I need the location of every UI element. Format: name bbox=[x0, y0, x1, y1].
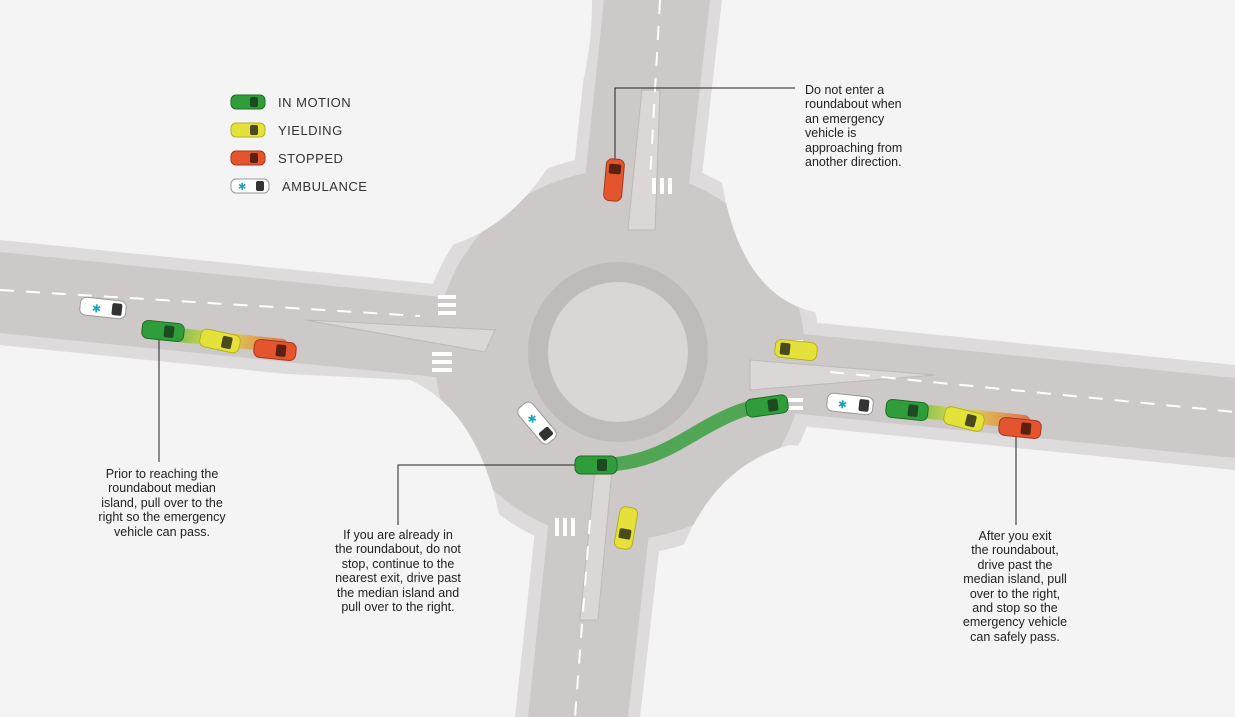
central-island bbox=[548, 282, 688, 422]
note-line: another direction. bbox=[805, 155, 902, 170]
legend-label-yielding: YIELDING bbox=[278, 122, 343, 138]
note-line: vehicle is bbox=[805, 126, 857, 141]
note-center: If you are already in the roundabout, do… bbox=[318, 528, 478, 614]
svg-text:✱: ✱ bbox=[837, 398, 848, 412]
note-line: roundabout when bbox=[805, 97, 902, 112]
leader-lines bbox=[158, 87, 1017, 525]
legend-stopped: STOPPED bbox=[230, 144, 367, 172]
note-line: the roundabout, bbox=[971, 543, 1059, 558]
note-line: can safely pass. bbox=[970, 629, 1060, 644]
legend: IN MOTION YIELDING STOPPED ✱ AMBULANCE bbox=[230, 88, 367, 200]
ambulance-icon: ✱ bbox=[230, 178, 270, 194]
note-line: median island, pull bbox=[963, 572, 1067, 587]
svg-text:✱: ✱ bbox=[238, 182, 246, 193]
car-stopped-east bbox=[998, 416, 1042, 440]
note-north: Do not enter a roundabout when an emerge… bbox=[805, 83, 902, 169]
note-line: the roundabout, do not bbox=[335, 542, 461, 557]
car-in-motion-west bbox=[141, 319, 185, 343]
legend-label-ambulance: AMBULANCE bbox=[282, 178, 368, 194]
note-line: Do not enter a bbox=[805, 83, 885, 97]
car-stopped-north bbox=[603, 158, 625, 202]
note-line: emergency vehicle bbox=[962, 615, 1068, 630]
note-line: nearest exit, drive past bbox=[335, 571, 461, 586]
car-in-motion-center bbox=[574, 455, 618, 475]
note-line: an emergency bbox=[805, 111, 885, 126]
note-line: island, pull over to the bbox=[101, 495, 223, 510]
note-line: drive past the bbox=[977, 557, 1053, 572]
legend-yielding: YIELDING bbox=[230, 116, 367, 144]
car-in-motion-exit bbox=[745, 394, 789, 418]
legend-ambulance: ✱ AMBULANCE bbox=[230, 172, 367, 200]
ambulance-west: ✱ bbox=[79, 296, 127, 320]
car-yielding-east bbox=[943, 406, 985, 432]
legend-label-stopped: STOPPED bbox=[278, 150, 344, 166]
note-line: right so the emergency bbox=[98, 510, 226, 525]
note-west: Prior to reaching the roundabout median … bbox=[72, 467, 252, 539]
svg-text:✱: ✱ bbox=[91, 302, 102, 316]
note-line: and stop so the bbox=[972, 601, 1058, 616]
legend-in-motion: IN MOTION bbox=[230, 88, 367, 116]
note-east: After you exit the roundabout, drive pas… bbox=[940, 529, 1090, 644]
note-line: over to the right, bbox=[969, 586, 1061, 601]
in-motion-car-icon bbox=[230, 94, 266, 110]
note-line: If you are already in bbox=[343, 528, 453, 542]
yielding-car-icon bbox=[230, 122, 266, 138]
ambulance-east: ✱ bbox=[826, 392, 874, 416]
legend-label-in-motion: IN MOTION bbox=[278, 94, 352, 110]
note-line: After you exit bbox=[978, 529, 1052, 543]
stopped-car-icon bbox=[230, 150, 266, 166]
note-line: roundabout median bbox=[108, 481, 216, 496]
car-yielding-south bbox=[613, 506, 639, 550]
note-line: approaching from bbox=[805, 140, 903, 155]
note-line: Prior to reaching the bbox=[105, 467, 219, 481]
car-in-motion-east bbox=[885, 398, 929, 422]
note-line: stop, continue to the bbox=[341, 556, 455, 571]
car-stopped-west bbox=[253, 338, 297, 362]
car-yielding-west bbox=[199, 328, 241, 354]
ambulance-roundabout: ✱ bbox=[517, 401, 557, 445]
note-line: the median island and bbox=[336, 585, 460, 600]
note-line: vehicle can pass. bbox=[114, 524, 210, 539]
note-line: pull over to the right. bbox=[341, 600, 455, 615]
car-yielding-ne bbox=[774, 338, 818, 362]
